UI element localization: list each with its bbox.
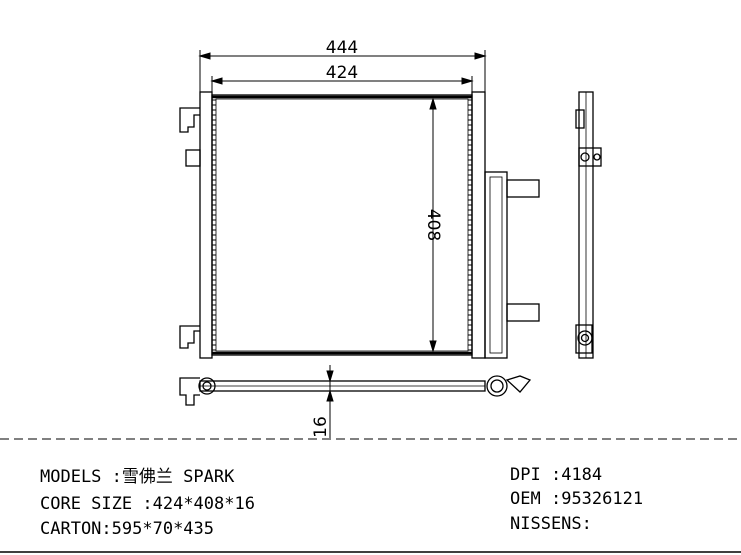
core-size-label: CORE SIZE	[40, 494, 133, 514]
dimension-lines	[198, 50, 487, 438]
bracket-mid-left	[185, 149, 201, 167]
carton-value: :595*70*435	[101, 519, 215, 539]
models-label: MODELS	[40, 467, 102, 487]
carton-row: CARTON:595*70*435	[40, 519, 214, 539]
carton-label: CARTON	[40, 519, 102, 539]
bottom-view-bracket	[179, 377, 200, 406]
dim-core-width: 424	[326, 63, 358, 83]
nissens-row: NISSENS:	[510, 514, 592, 534]
dim-overall-width: 444	[326, 38, 358, 58]
side-view	[575, 91, 602, 359]
right-tank	[471, 91, 486, 359]
bottom-view-fitting-left	[198, 377, 216, 395]
pipe-fitting-top	[506, 179, 540, 198]
bracket-top-left	[179, 107, 200, 133]
oem-label: OEM	[510, 489, 541, 509]
pipe-fitting-bottom	[506, 303, 540, 322]
oem-value: :95326121	[550, 489, 644, 509]
receiver-drier	[484, 171, 508, 359]
side-view-bracket-top	[575, 109, 585, 129]
front-view	[179, 91, 540, 359]
dpi-row: DPI :4184	[510, 465, 602, 485]
left-tank	[199, 91, 213, 359]
dpi-label: DPI	[510, 465, 541, 485]
oem-row: OEM :95326121	[510, 489, 643, 509]
core-size-row: CORE SIZE :424*408*16	[40, 494, 255, 514]
bottom-view-fitting-right	[486, 375, 508, 397]
nissens-label: NISSENS	[510, 514, 582, 534]
side-view-fitting	[578, 147, 602, 167]
dim-thickness: 16	[311, 416, 331, 438]
bracket-bottom-left	[179, 325, 200, 349]
core-size-value: :424*408*16	[142, 494, 255, 514]
models-value: :雪佛兰 SPARK	[111, 467, 235, 487]
dim-core-height: 408	[423, 209, 443, 241]
models-row: MODELS :雪佛兰 SPARK	[40, 467, 234, 487]
bottom-view	[179, 375, 532, 406]
left-tank-tube-marks	[212, 99, 216, 351]
right-tank-tube-marks	[468, 99, 472, 351]
nissens-value: :	[581, 514, 592, 534]
dpi-value: :4184	[550, 465, 603, 485]
